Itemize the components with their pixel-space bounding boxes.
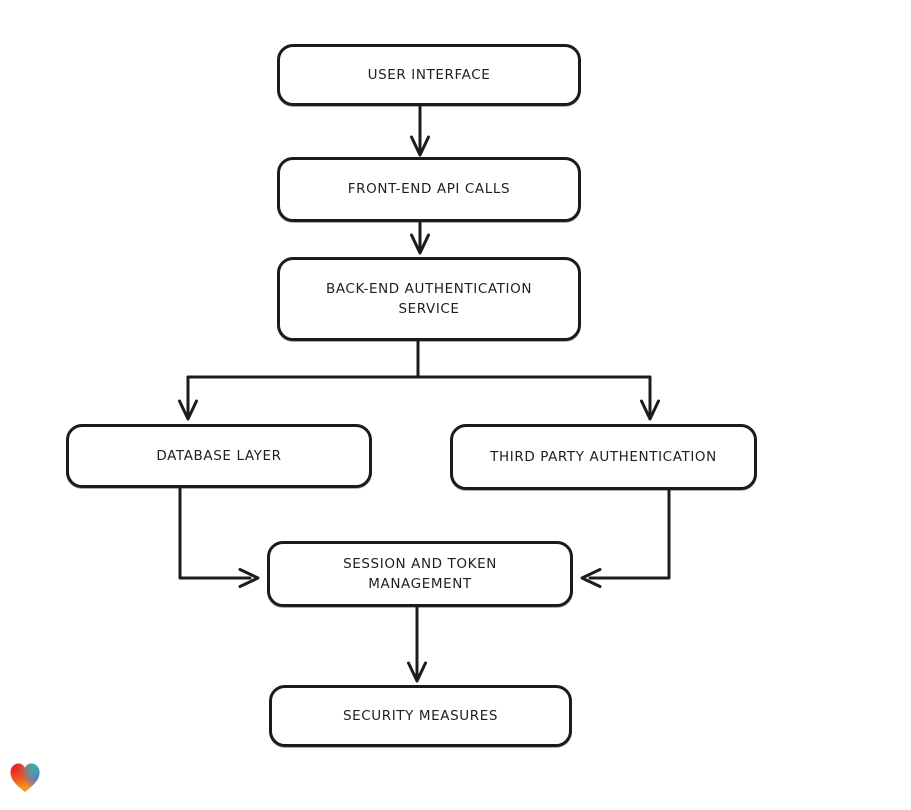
node-front-end-api-calls-label: FRONT-END API CALLS bbox=[347, 181, 511, 198]
node-session-and-token-management-label: SESSION AND TOKEN MANAGEMENT bbox=[343, 555, 497, 592]
node-security-measures[interactable]: SECURITY MEASURES bbox=[269, 685, 572, 747]
edge-backend-branch bbox=[186, 339, 652, 379]
node-database-layer-label: DATABASE LAYER bbox=[156, 447, 282, 464]
edge-ui-to-frontend bbox=[410, 105, 430, 157]
node-back-end-authentication-service[interactable]: BACK-END AUTHENTICATION SERVICE bbox=[277, 257, 581, 341]
node-third-party-authentication[interactable]: THIRD PARTY AUTHENTICATION bbox=[450, 424, 757, 490]
edge-frontend-to-backend bbox=[410, 220, 430, 255]
edge-branch-to-thirdparty bbox=[640, 375, 660, 421]
node-security-measures-label: SECURITY MEASURES bbox=[342, 707, 499, 724]
edge-session-to-security bbox=[407, 605, 427, 683]
node-database-layer[interactable]: DATABASE LAYER bbox=[66, 424, 372, 488]
node-front-end-api-calls[interactable]: FRONT-END API CALLS bbox=[277, 157, 581, 222]
edge-branch-to-database bbox=[178, 375, 198, 421]
edge-thirdparty-to-session bbox=[580, 488, 671, 588]
node-user-interface-label: USER INTERFACE bbox=[367, 66, 491, 83]
node-back-end-authentication-service-label: BACK-END AUTHENTICATION SERVICE bbox=[325, 280, 533, 317]
node-third-party-authentication-label: THIRD PARTY AUTHENTICATION bbox=[490, 448, 717, 465]
node-session-and-token-management[interactable]: SESSION AND TOKEN MANAGEMENT bbox=[267, 541, 573, 607]
edge-database-to-session bbox=[178, 486, 260, 588]
node-user-interface[interactable]: USER INTERFACE bbox=[277, 44, 581, 106]
